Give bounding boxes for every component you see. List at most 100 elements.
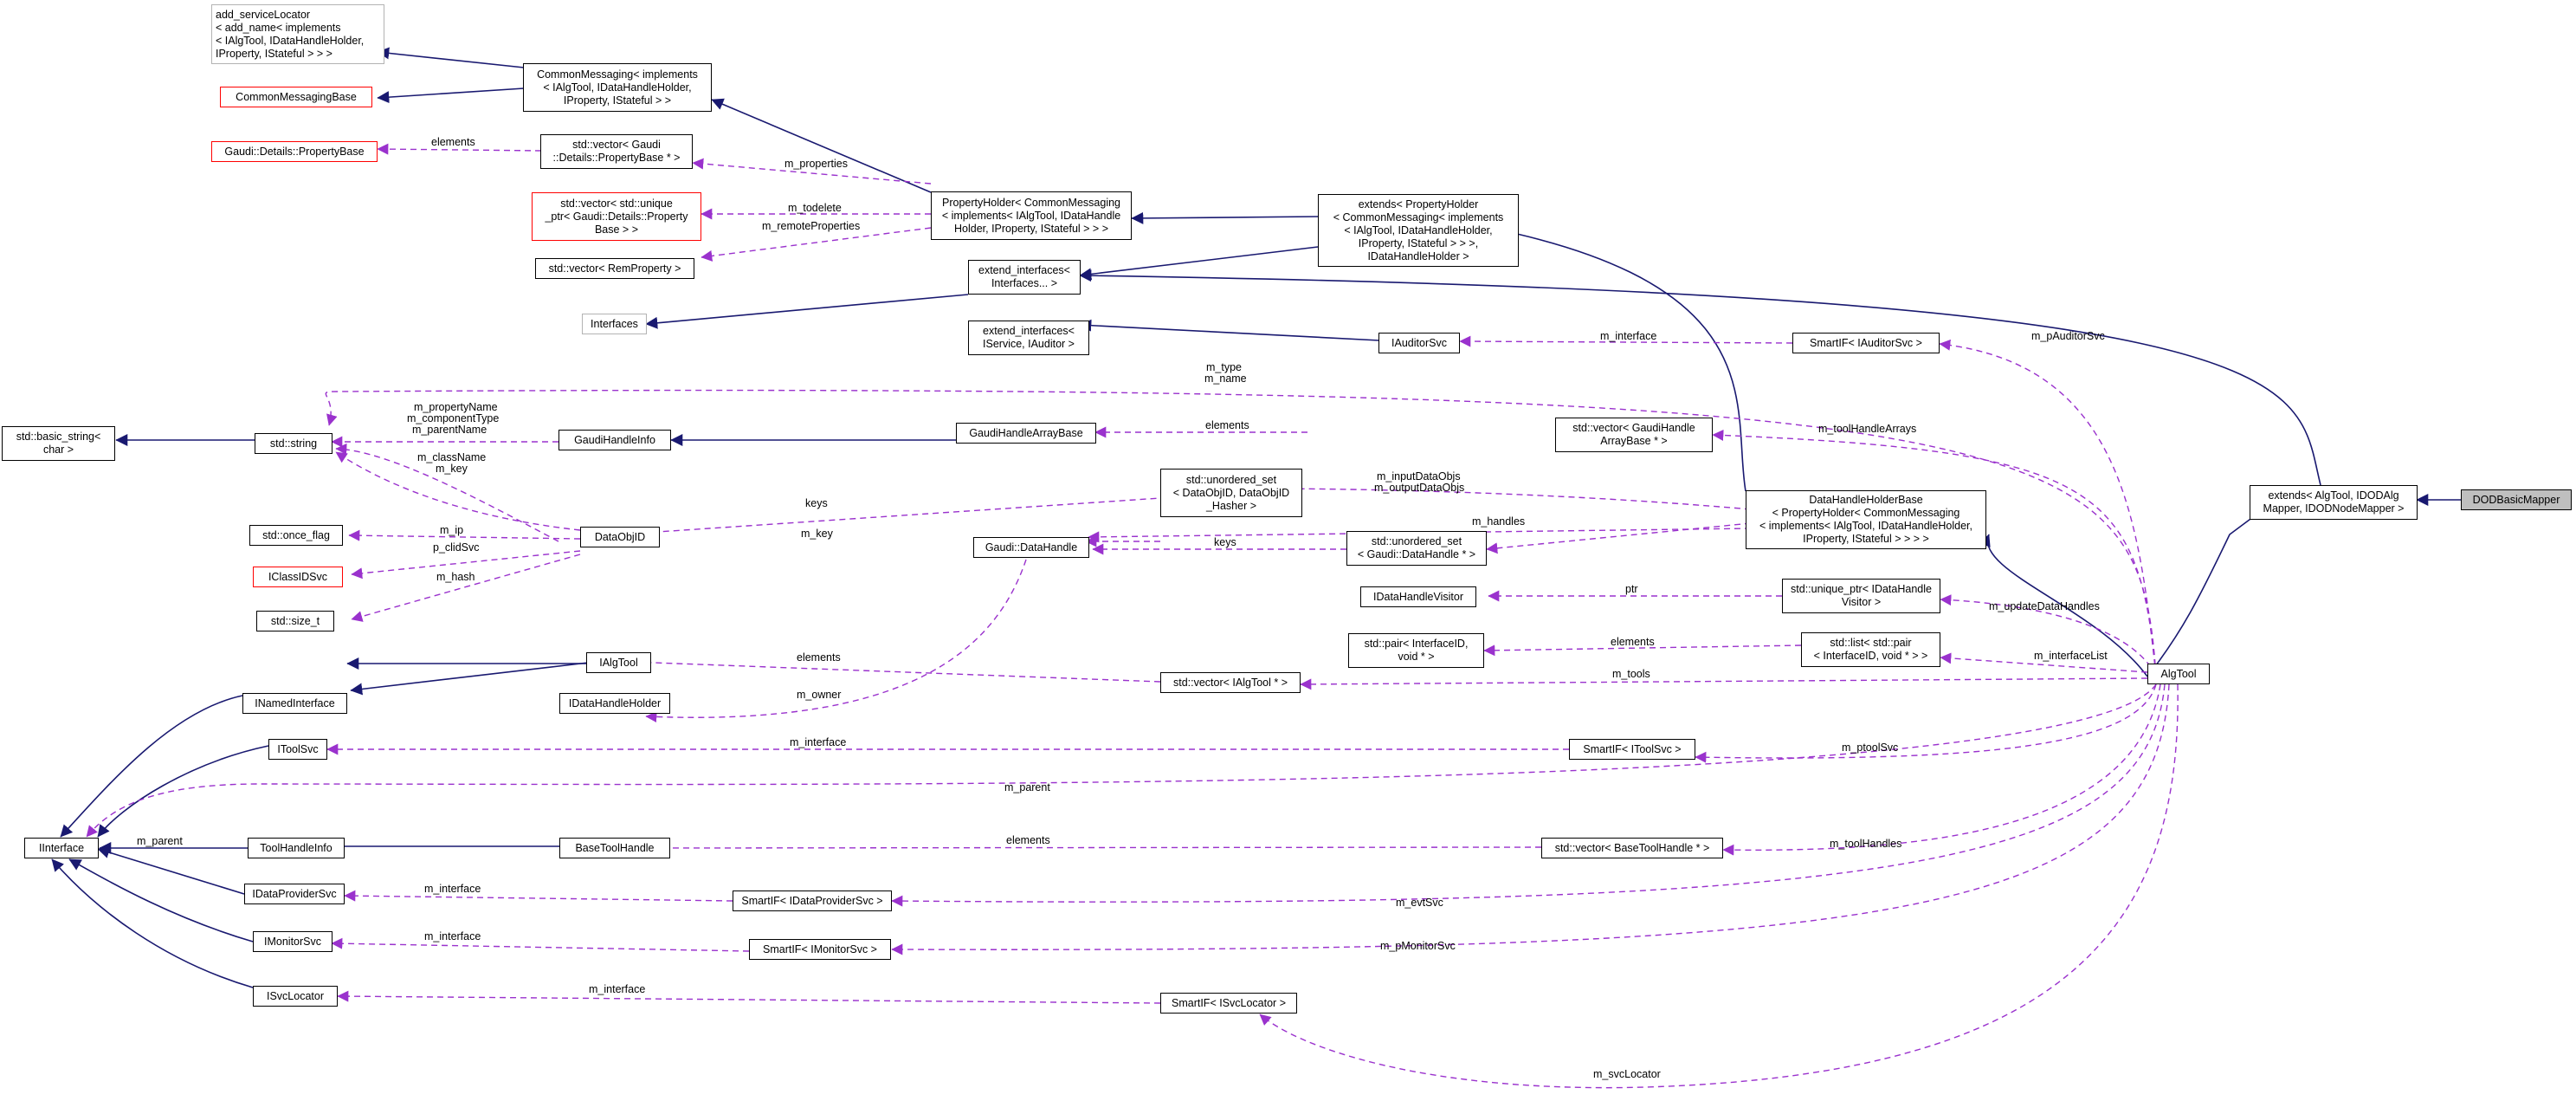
node-iinterface[interactable]: IInterface bbox=[24, 838, 99, 858]
usage-edge bbox=[348, 529, 581, 541]
usage-edge bbox=[337, 990, 1161, 1004]
edge-label: m_interfaceList bbox=[2034, 650, 2108, 662]
node-vector-rem-property[interactable]: std::vector< RemProperty > bbox=[535, 258, 694, 279]
edge-label: elements bbox=[797, 651, 841, 664]
node-iclassid-svc[interactable]: IClassIDSvc bbox=[253, 567, 343, 587]
node-unique-ptr-data-handle-visitor[interactable]: std::unique_ptr< IDataHandle Visitor > bbox=[1782, 579, 1940, 613]
usage-edge bbox=[700, 227, 932, 262]
edge-label: m_ip bbox=[440, 524, 463, 536]
usage-edge bbox=[335, 443, 559, 542]
node-std-string[interactable]: std::string bbox=[255, 433, 332, 454]
node-algtool[interactable]: AlgTool bbox=[2147, 664, 2210, 684]
node-gaudi-handle-info[interactable]: GaudiHandleInfo bbox=[558, 430, 671, 450]
usage-edge bbox=[1940, 594, 2157, 677]
usage-edge bbox=[1483, 644, 1802, 657]
node-data-obj-id[interactable]: DataObjID bbox=[580, 527, 660, 547]
node-interfaces[interactable]: Interfaces bbox=[582, 314, 647, 334]
node-unordered-set-data-handle[interactable]: std::unordered_set < Gaudi::DataHandle *… bbox=[1346, 531, 1487, 566]
node-extends-algtool[interactable]: extends< AlgTool, IDODAlg Mapper, IDODNo… bbox=[2250, 485, 2418, 520]
node-vector-gaudi-handle-array-base[interactable]: std::vector< GaudiHandle ArrayBase * > bbox=[1555, 418, 1713, 452]
node-vector-property-base-ptr[interactable]: std::vector< Gaudi ::Details::PropertyBa… bbox=[540, 134, 693, 169]
edge-label: m_owner bbox=[797, 689, 841, 701]
node-std-size-t[interactable]: std::size_t bbox=[256, 611, 334, 631]
node-imonitor-svc[interactable]: IMonitorSvc bbox=[253, 931, 332, 952]
edge-label: m_pAuditorSvc bbox=[2031, 330, 2105, 342]
edge-label: p_clidSvc bbox=[433, 541, 480, 554]
edge-label-line: m_parentName bbox=[412, 424, 487, 436]
node-smartif-imonitor-svc[interactable]: SmartIF< IMonitorSvc > bbox=[749, 939, 891, 960]
node-extends-property-holder[interactable]: extends< PropertyHolder < CommonMessagin… bbox=[1318, 194, 1519, 267]
node-add-service-locator[interactable]: add_serviceLocator < add_name< implement… bbox=[211, 4, 384, 64]
node-pair-interfaceid[interactable]: std::pair< InterfaceID, void * > bbox=[1348, 633, 1484, 668]
edge-label: m_key bbox=[801, 528, 834, 540]
node-unordered-set-dataobjid[interactable]: std::unordered_set < DataObjID, DataObjI… bbox=[1160, 469, 1302, 517]
edge-label: m_handles bbox=[1472, 515, 1525, 528]
edge-label: m_hash bbox=[436, 571, 475, 583]
node-vector-ialgtool[interactable]: std::vector< IAlgTool * > bbox=[1160, 672, 1301, 693]
node-gaudi-handle-array-base[interactable]: GaudiHandleArrayBase bbox=[956, 423, 1096, 444]
node-gaudi-data-handle[interactable]: Gaudi::DataHandle bbox=[973, 537, 1089, 558]
node-data-handle-holder-base[interactable]: DataHandleHolderBase < PropertyHolder< C… bbox=[1746, 490, 1986, 549]
node-idata-handle-holder[interactable]: IDataHandleHolder bbox=[559, 693, 670, 714]
edge-label: m_pMonitorSvc bbox=[1380, 940, 1456, 952]
node-iauditor-svc[interactable]: IAuditorSvc bbox=[1378, 333, 1460, 353]
usage-edge bbox=[1459, 335, 1793, 347]
edge-label: m_todelete bbox=[788, 202, 842, 214]
edge-label: keys bbox=[805, 497, 828, 509]
edge-label: m_tools bbox=[1612, 668, 1650, 680]
edge-label-line: m_type bbox=[1206, 361, 1242, 373]
node-smartif-itool-svc[interactable]: SmartIF< IToolSvc > bbox=[1569, 739, 1695, 760]
usage-edge bbox=[325, 389, 2157, 677]
node-smartif-idata-provider-svc[interactable]: SmartIF< IDataProviderSvc > bbox=[733, 891, 892, 911]
edge-label: elements bbox=[1006, 834, 1050, 846]
edge-label-line: m_componentType bbox=[407, 412, 499, 424]
edge-label: m_parent bbox=[1004, 781, 1050, 793]
node-idata-handle-visitor[interactable]: IDataHandleVisitor bbox=[1360, 586, 1476, 607]
inherit-edge bbox=[377, 47, 525, 68]
node-inamed-interface[interactable]: INamedInterface bbox=[242, 693, 347, 714]
node-list-pair-interfaceid[interactable]: std::list< std::pair < InterfaceID, void… bbox=[1801, 632, 1940, 667]
edge-label: m_interface bbox=[790, 736, 846, 748]
node-common-messaging-implements[interactable]: CommonMessaging< implements < IAlgTool, … bbox=[523, 63, 712, 112]
node-std-once-flag[interactable]: std::once_flag bbox=[249, 525, 343, 546]
edge-label: elements bbox=[1205, 419, 1249, 431]
usage-edge bbox=[344, 890, 733, 902]
node-basic-string-char[interactable]: std::basic_string< char > bbox=[2, 426, 115, 461]
edge-label: m_toolHandles bbox=[1830, 838, 1901, 850]
edge-label: m_updateDataHandles bbox=[1989, 600, 2100, 612]
node-ialgtool[interactable]: IAlgTool bbox=[586, 652, 651, 673]
edge-label: m_interface bbox=[424, 930, 481, 942]
edge-label-line: m_name bbox=[1204, 372, 1247, 385]
edge-label: keys bbox=[1214, 536, 1236, 548]
node-base-tool-handle[interactable]: BaseToolHandle bbox=[559, 838, 670, 858]
node-extend-interfaces-variadic[interactable]: extend_interfaces< Interfaces... > bbox=[968, 260, 1081, 295]
node-isvc-locator[interactable]: ISvcLocator bbox=[253, 986, 338, 1007]
edge-label: elements bbox=[431, 136, 475, 148]
node-smartif-iauditor-svc[interactable]: SmartIF< IAuditorSvc > bbox=[1792, 333, 1940, 353]
edge-label: m_ptoolSvc bbox=[1842, 742, 1898, 754]
edge-label-line: m_key bbox=[436, 463, 468, 475]
node-common-messaging-base[interactable]: CommonMessagingBase bbox=[220, 87, 372, 107]
usage-edge bbox=[692, 158, 932, 185]
inherit-edge bbox=[60, 695, 243, 838]
edge-label: m_toolHandleArrays bbox=[1818, 423, 1916, 435]
node-tool-handle-info[interactable]: ToolHandleInfo bbox=[248, 838, 345, 858]
node-smartif-isvc-locator[interactable]: SmartIF< ISvcLocator > bbox=[1160, 993, 1297, 1014]
usage-edge bbox=[1722, 683, 2161, 856]
node-dod-basic-mapper[interactable]: DODBasicMapper bbox=[2461, 489, 2572, 510]
usage-edge bbox=[1088, 528, 1752, 543]
edge-label: m_interface bbox=[424, 883, 481, 895]
node-itool-svc[interactable]: IToolSvc bbox=[268, 739, 327, 760]
inherit-edge bbox=[1079, 319, 1380, 341]
node-vector-base-tool-handle[interactable]: std::vector< BaseToolHandle * > bbox=[1541, 838, 1723, 858]
node-property-base[interactable]: Gaudi::Details::PropertyBase bbox=[211, 141, 378, 162]
node-idata-provider-svc[interactable]: IDataProviderSvc bbox=[244, 884, 345, 904]
node-extend-interfaces-iservice-iauditor[interactable]: extend_interfaces< IService, IAuditor > bbox=[968, 321, 1089, 355]
node-property-holder[interactable]: PropertyHolder< CommonMessaging < implem… bbox=[931, 191, 1132, 240]
edge-label: elements bbox=[1611, 636, 1655, 648]
inherit-edge bbox=[68, 858, 254, 942]
inherit-edge bbox=[350, 662, 589, 696]
inherit-edge bbox=[1979, 534, 2148, 677]
node-vector-unique-ptr-property[interactable]: std::vector< std::unique _ptr< Gaudi::De… bbox=[532, 192, 701, 241]
